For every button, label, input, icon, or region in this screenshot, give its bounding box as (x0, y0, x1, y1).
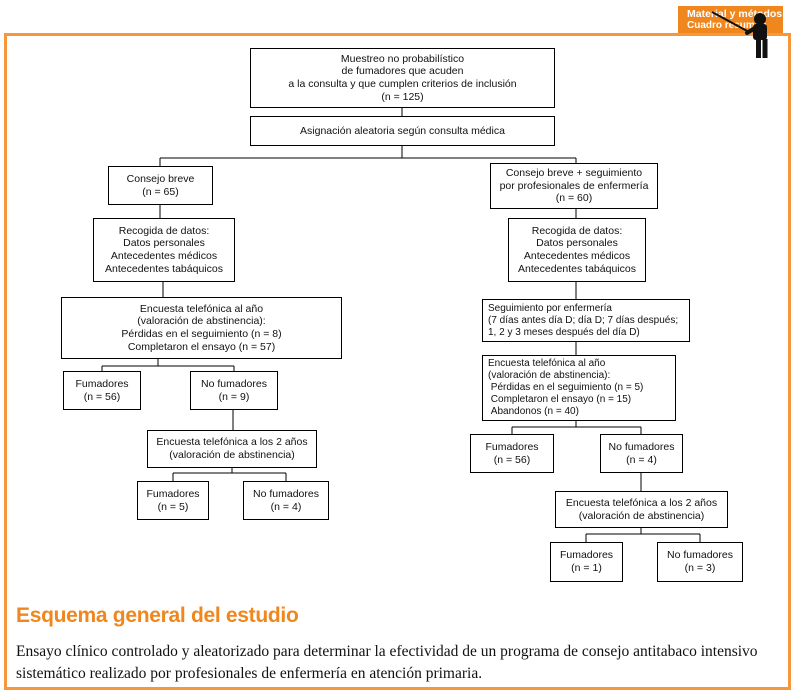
node-one-year-survey-left: Encuesta telefónica al año (valoración d… (61, 297, 342, 359)
node-sampling: Muestreo no probabilístico de fumadores … (250, 48, 555, 108)
presenter-icon (711, 11, 768, 58)
figure-caption: Ensayo clínico controlado y aleatorizado… (16, 643, 758, 682)
node-smokers-1y-left: Fumadores (n = 56) (63, 371, 141, 410)
node-data-collection-left: Recogida de datos: Datos personales Ante… (93, 218, 235, 282)
node-two-year-survey-right: Encuesta telefónica a los 2 años (valora… (555, 491, 728, 528)
node-data-collection-right: Recogida de datos: Datos personales Ante… (508, 218, 646, 282)
node-smokers-2y-right: Fumadores (n = 1) (550, 542, 623, 582)
node-nursing-followup: Seguimiento por enfermería (7 días antes… (482, 299, 690, 342)
node-advice-plus-followup: Consejo breve + seguimiento por profesio… (490, 163, 658, 209)
node-smokers-1y-right: Fumadores (n = 56) (470, 434, 554, 473)
node-non-smokers-2y-right: No fumadores (n = 3) (657, 542, 743, 582)
node-randomization: Asignación aleatoria según consulta médi… (250, 116, 555, 146)
figure-title: Esquema general del estudio (16, 604, 299, 627)
node-non-smokers-1y-right: No fumadores (n = 4) (600, 434, 683, 473)
node-non-smokers-1y-left: No fumadores (n = 9) (190, 371, 278, 410)
node-brief-advice: Consejo breve (n = 65) (108, 166, 213, 205)
node-smokers-2y-left: Fumadores (n = 5) (137, 481, 209, 520)
corner-tab-section-label: Material y métodos (687, 8, 783, 20)
node-non-smokers-2y-left: No fumadores (n = 4) (243, 481, 329, 520)
node-one-year-survey-right: Encuesta telefónica al año (valoración d… (482, 355, 676, 421)
corner-tab-subsection-label: Cuadro resumen (687, 20, 767, 31)
node-two-year-survey-left: Encuesta telefónica a los 2 años (valora… (147, 430, 317, 468)
